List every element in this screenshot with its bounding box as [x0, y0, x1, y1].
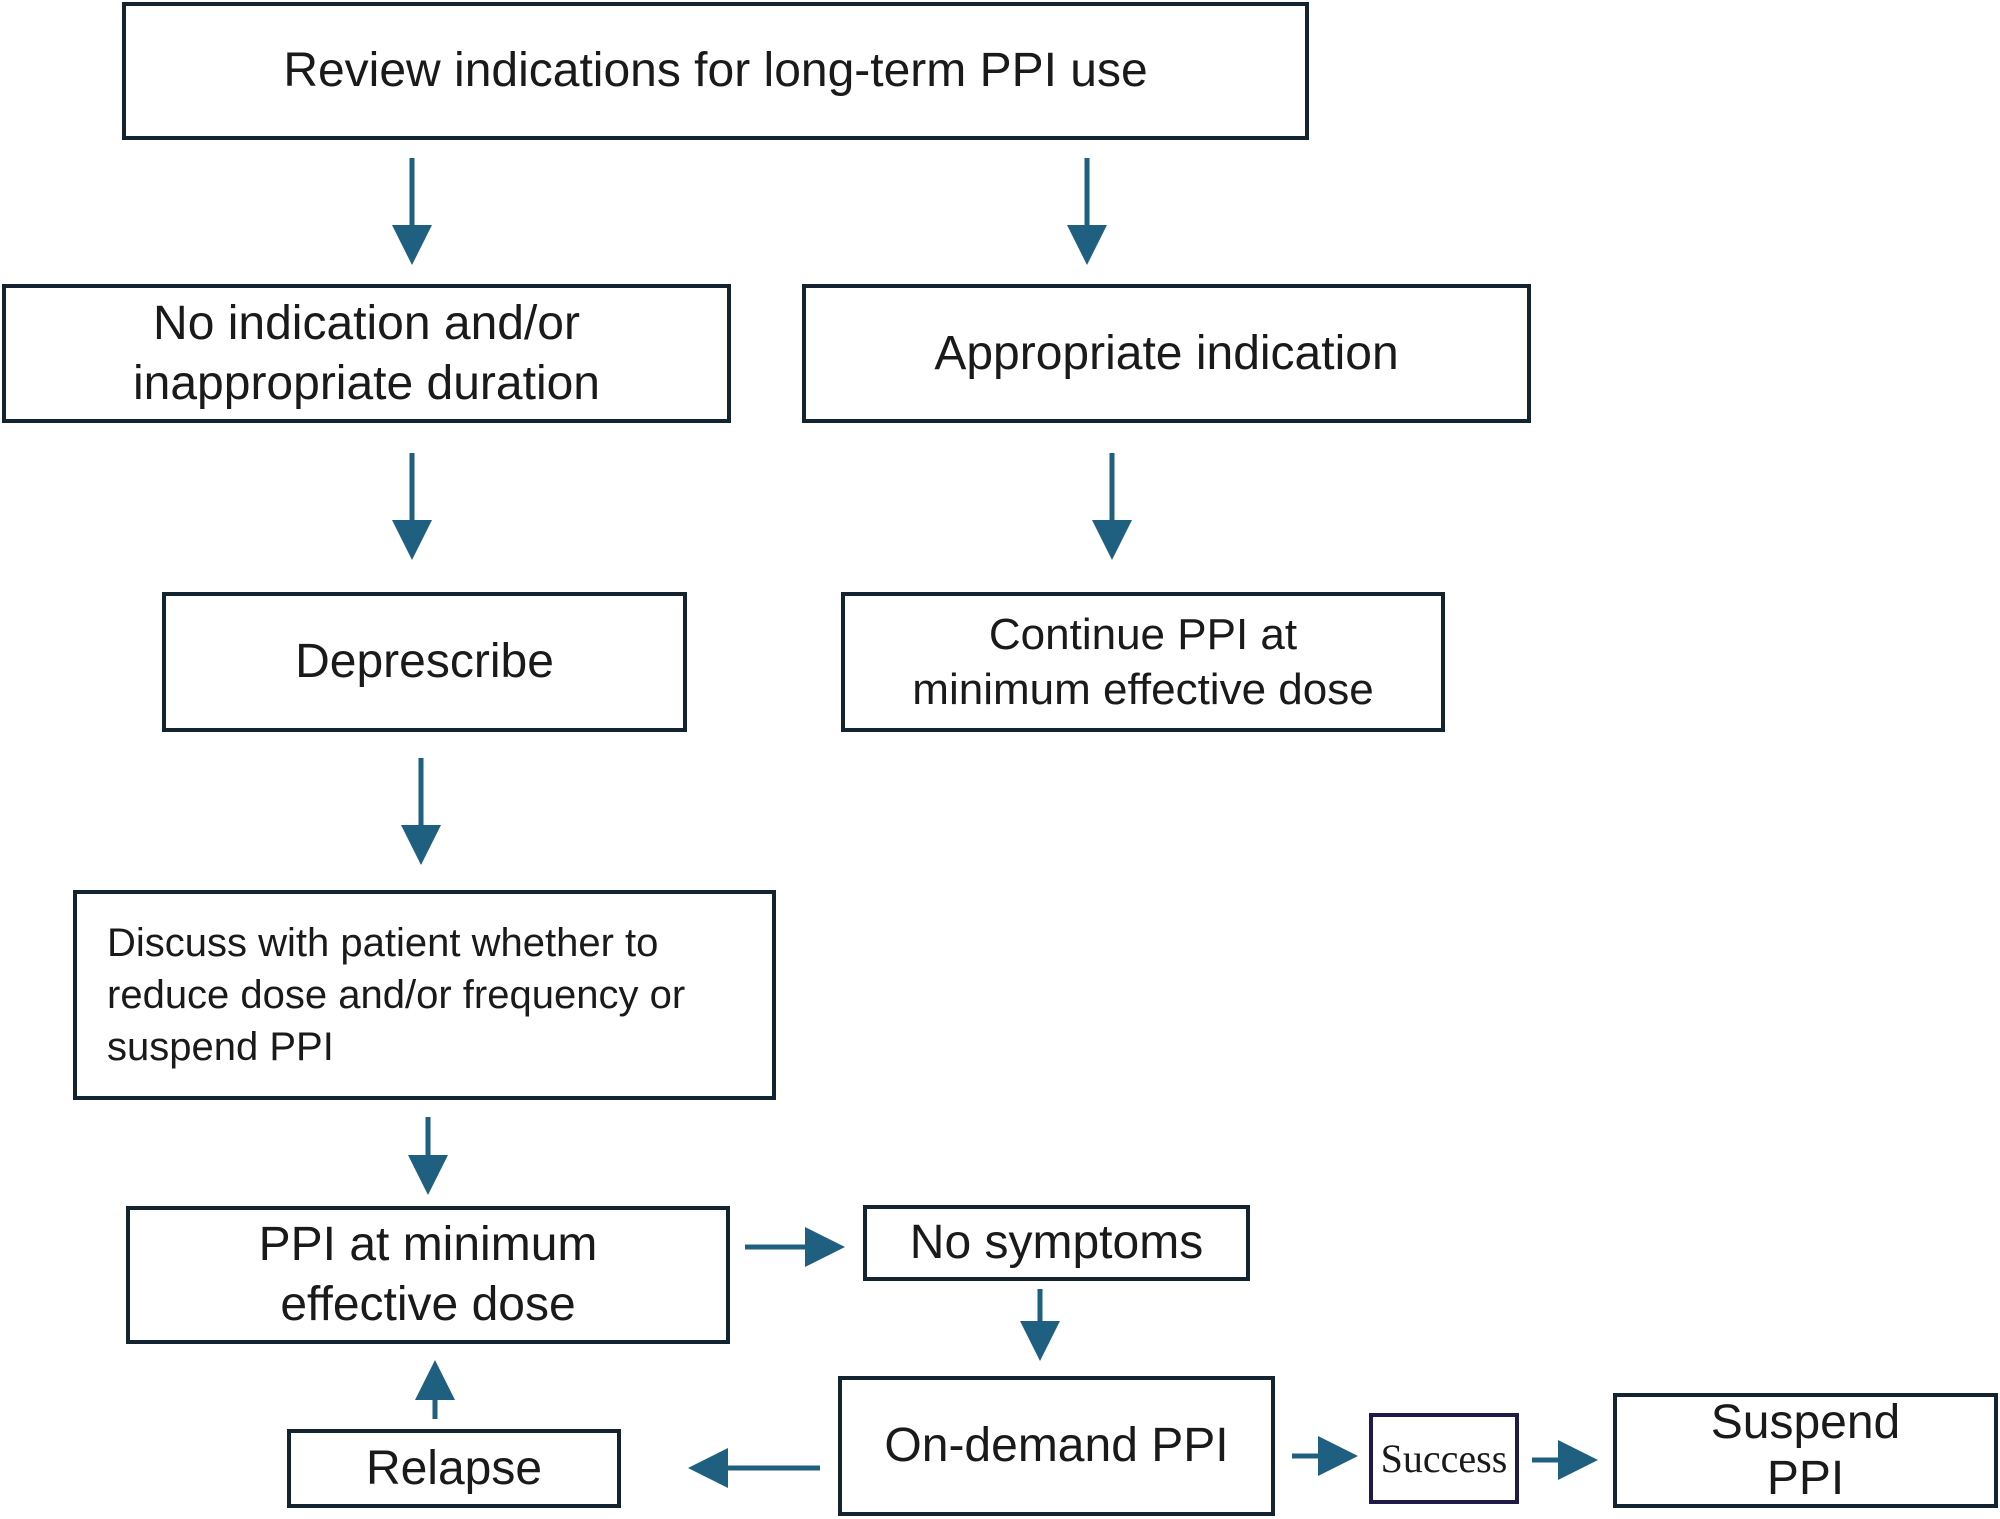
review-indications-box: Review indications for long-term PPI use [122, 2, 1309, 140]
review-indications-text: Review indications for long-term PPI use [283, 44, 1148, 97]
discuss-with-patient-text: Discuss with patient whether to reduce d… [107, 921, 686, 1069]
no-indication-box: No indication and/or inappropriate durat… [2, 284, 731, 423]
success-text: Success [1380, 1435, 1508, 1481]
deprescribe-box: Deprescribe [162, 592, 687, 732]
no-symptoms-box: No symptoms [863, 1205, 1250, 1281]
ppi-minimum-dose-text: PPI at minimum effective dose [258, 1218, 598, 1331]
on-demand-ppi-text: On-demand PPI [884, 1419, 1229, 1472]
suspend-ppi-box: Suspend PPI [1613, 1393, 1998, 1508]
appropriate-indication-text: Appropriate indication [934, 326, 1399, 380]
success-box: Success [1369, 1413, 1519, 1504]
appropriate-indication-box: Appropriate indication [802, 284, 1531, 423]
relapse-box: Relapse [287, 1429, 621, 1508]
deprescribe-text: Deprescribe [295, 635, 554, 688]
discuss-with-patient-box: Discuss with patient whether to reduce d… [73, 890, 776, 1100]
suspend-ppi-text: Suspend PPI [1710, 1396, 1901, 1505]
continue-ppi-box: Continue PPI at minimum effective dose [841, 592, 1445, 732]
no-indication-text: No indication and/or inappropriate durat… [133, 296, 600, 410]
continue-ppi-text: Continue PPI at minimum effective dose [912, 610, 1374, 714]
ppi-minimum-dose-box: PPI at minimum effective dose [126, 1206, 730, 1344]
relapse-text: Relapse [365, 1441, 543, 1495]
on-demand-ppi-box: On-demand PPI [838, 1376, 1275, 1516]
no-symptoms-text: No symptoms [909, 1216, 1204, 1269]
